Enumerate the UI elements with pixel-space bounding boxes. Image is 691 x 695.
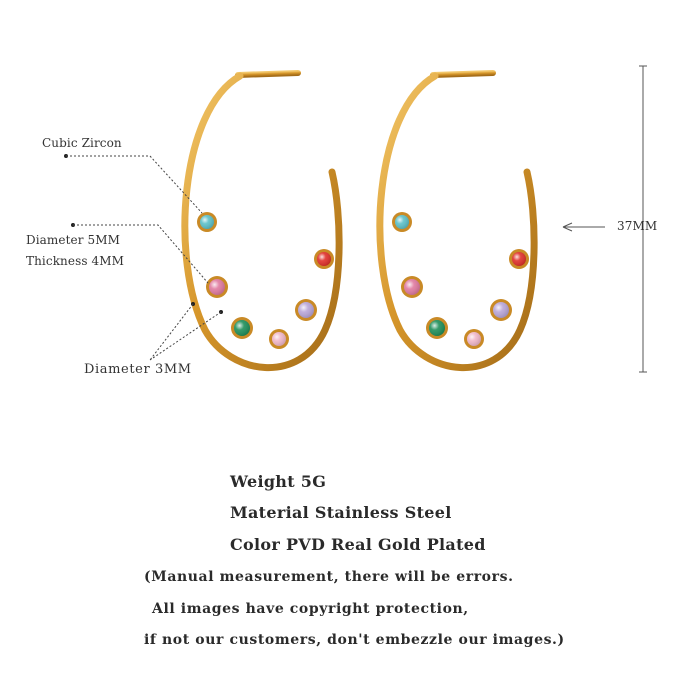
stone-red xyxy=(314,249,334,269)
spec-weight: Weight 5G xyxy=(230,472,327,491)
stone-light-pink xyxy=(464,329,484,349)
leader-lines xyxy=(64,154,223,361)
stone-green xyxy=(231,317,253,339)
note-line-1: (Manual measurement, there will be error… xyxy=(144,569,514,585)
left-earring xyxy=(181,70,343,371)
cubic-zircon-label: Cubic Zircon xyxy=(42,136,122,150)
right-earring xyxy=(376,70,538,371)
stone-green xyxy=(426,317,448,339)
note-line-2: All images have copyright protection, xyxy=(152,601,469,617)
spec-material: Material Stainless Steel xyxy=(230,503,452,522)
stone-light-pink xyxy=(269,329,289,349)
stone-pink xyxy=(206,276,228,298)
earring-post xyxy=(235,70,301,78)
earring-post xyxy=(430,70,496,78)
outer-hoop xyxy=(376,72,538,371)
stone-aqua xyxy=(392,212,412,232)
note-line-3: if not our customers, don't embezzle our… xyxy=(144,632,565,648)
height-dimension xyxy=(562,65,647,373)
thickness-4mm-label: Thickness 4MM xyxy=(26,254,125,268)
diameter-3mm-label: Diameter 3MM xyxy=(84,362,192,377)
stone-lavender xyxy=(490,299,512,321)
outer-hoop xyxy=(181,72,343,371)
diameter-5mm-label: Diameter 5MM xyxy=(26,233,120,247)
height-37mm-label: 37MM xyxy=(617,219,658,233)
stone-pink xyxy=(401,276,423,298)
spec-color: Color PVD Real Gold Plated xyxy=(230,535,486,554)
stone-lavender xyxy=(295,299,317,321)
stone-red xyxy=(509,249,529,269)
stone-aqua xyxy=(197,212,217,232)
